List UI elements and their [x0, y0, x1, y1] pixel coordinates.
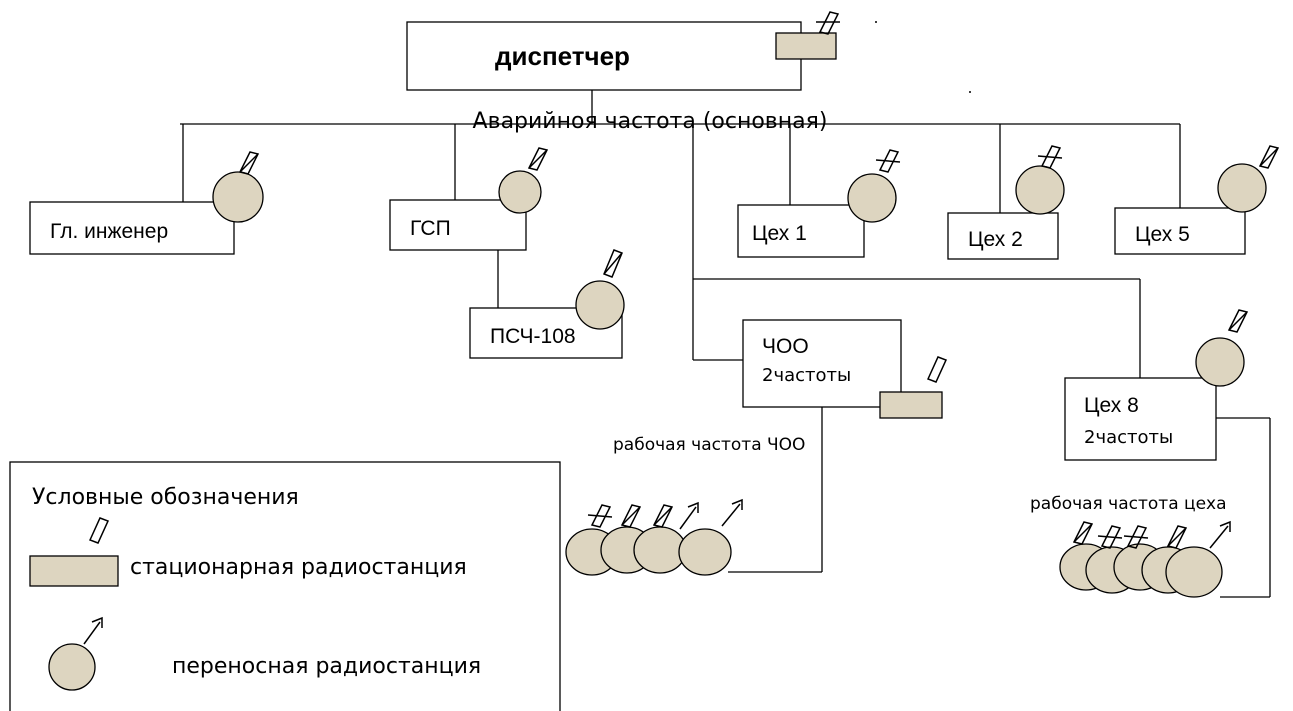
choo-sublabel: 2частоты — [762, 365, 851, 386]
psch-node: ПСЧ-108 — [469, 307, 623, 359]
dispatcher-node: диспетчер — [406, 21, 802, 91]
legend: Условные обозначения стационарная радиос… — [9, 461, 561, 711]
shop2-node: Цех 2 — [947, 212, 1059, 260]
dispatcher-stationary-radio — [775, 11, 840, 60]
shop2-label: Цех 2 — [968, 228, 1023, 251]
shop8-label: Цех 8 — [1084, 394, 1139, 417]
legend-portable-symbol — [48, 643, 96, 691]
connection-lines — [180, 90, 1271, 598]
legend-portable-antenna-icon — [83, 616, 103, 645]
shop8-sublabel: 2частоты — [1084, 427, 1173, 448]
shop5-label: Цех 5 — [1135, 223, 1190, 246]
gsp-node: ГСП — [389, 199, 527, 251]
choo-node: ЧОО 2частоты — [742, 319, 902, 408]
legend-stationary-label: стационарная радиостанция — [130, 555, 467, 580]
chief-engineer-node: Гл. инженер — [29, 201, 235, 255]
choo-work-frequency-label: рабочая частота ЧОО — [613, 435, 805, 455]
gsp-label: ГСП — [410, 217, 451, 240]
shop-work-frequency-label: рабочая частота цеха — [1030, 494, 1227, 514]
legend-title: Условные обозначения — [32, 485, 299, 510]
shop8-node: Цех 8 2частоты — [1064, 377, 1217, 461]
chief-engineer-label: Гл. инженер — [50, 220, 168, 243]
emergency-frequency-label: Аварийноя частота (основная) — [473, 109, 828, 134]
choo-stationary-radio — [879, 356, 948, 419]
psch-label: ПСЧ-108 — [490, 325, 576, 348]
portable-radios — [212, 145, 1280, 598]
shop5-node: Цех 5 — [1114, 207, 1246, 255]
legend-stationary-antenna-icon — [88, 517, 110, 544]
shop1-node: Цех 1 — [737, 204, 865, 258]
legend-portable-label: переносная радиостанция — [172, 654, 481, 679]
legend-stationary-symbol — [29, 555, 119, 587]
choo-label: ЧОО — [762, 335, 809, 358]
dispatcher-label: диспетчер — [495, 41, 630, 71]
shop1-label: Цех 1 — [752, 222, 807, 245]
